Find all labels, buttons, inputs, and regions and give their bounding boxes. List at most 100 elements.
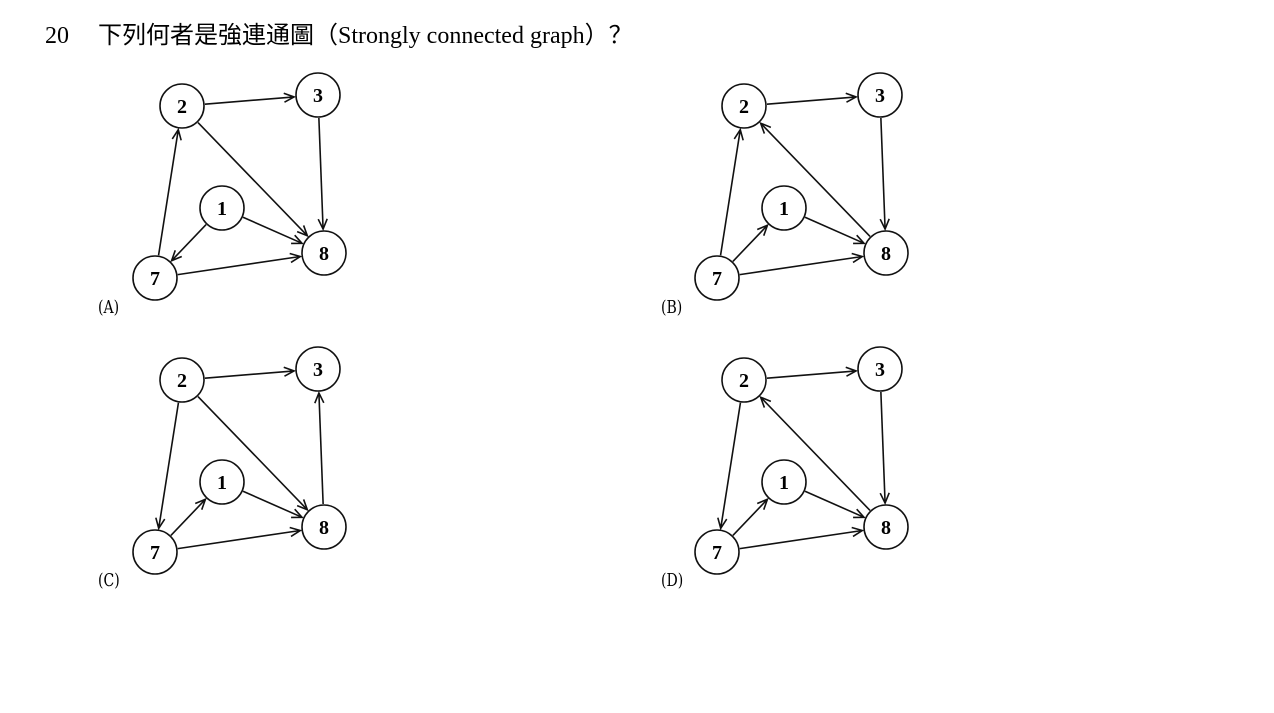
node-label: 3 [313, 359, 323, 381]
edge-8-to-3 [314, 391, 325, 505]
node-1: 1 [761, 459, 807, 505]
edge-3-to-8 [879, 117, 890, 231]
arrowhead-icon [291, 508, 304, 519]
arrowhead-icon [283, 92, 297, 103]
node-label: 3 [875, 85, 885, 107]
node-label: 3 [875, 359, 885, 381]
edge-7-to-1 [732, 223, 769, 262]
arrowhead-icon [853, 234, 866, 245]
node-2: 2 [159, 357, 205, 403]
edge-2-to-3 [766, 366, 859, 379]
node-label: 8 [319, 243, 329, 265]
edge-7-to-1 [170, 497, 207, 536]
node-8: 8 [301, 230, 347, 276]
arrowhead-icon [317, 218, 328, 231]
node-label: 2 [739, 370, 749, 392]
node-7: 7 [694, 529, 740, 575]
arrowhead-icon [733, 127, 744, 141]
arrowhead-icon [170, 250, 183, 263]
edge-8-to-2 [759, 395, 871, 512]
node-7: 7 [132, 255, 178, 301]
node-label: 7 [712, 268, 722, 290]
edge-7-to-1 [732, 497, 769, 536]
edge-7-to-8 [739, 526, 865, 550]
graph-option-c: 2 3 1 8 7 [132, 346, 347, 575]
edge-3-to-8 [317, 117, 328, 231]
edge-3-to-8 [879, 391, 890, 505]
node-7: 7 [694, 255, 740, 301]
node-3: 3 [857, 346, 903, 392]
edge-1-to-8 [804, 216, 866, 245]
option-c-label: (C) [98, 570, 120, 591]
arrowhead-icon [289, 252, 303, 264]
arrowhead-icon [289, 526, 303, 538]
arrowhead-icon [155, 517, 166, 531]
arrowhead-icon [853, 508, 866, 519]
option-d-label: (D) [661, 570, 684, 591]
node-8: 8 [863, 230, 909, 276]
node-label: 8 [319, 517, 329, 539]
node-label: 1 [779, 472, 789, 494]
node-label: 2 [739, 96, 749, 118]
edge-8-to-2 [759, 121, 871, 238]
previous-question-clipped-text [40, 0, 1020, 6]
arrowhead-icon [756, 223, 769, 236]
arrowhead-icon [879, 492, 890, 505]
node-label: 7 [150, 268, 160, 290]
edge-2-to-8 [197, 121, 309, 238]
node-label: 1 [779, 198, 789, 220]
node-8: 8 [863, 504, 909, 550]
node-1: 1 [199, 185, 245, 231]
node-label: 1 [217, 198, 227, 220]
node-label: 7 [712, 542, 722, 564]
option-b-label: (B) [661, 297, 683, 318]
node-label: 2 [177, 370, 187, 392]
node-8: 8 [301, 504, 347, 550]
node-label: 1 [217, 472, 227, 494]
edge-2-to-3 [204, 92, 297, 105]
question-number: 20 [45, 23, 69, 49]
node-2: 2 [721, 83, 767, 129]
edge-7-to-8 [177, 252, 303, 276]
node-3: 3 [295, 346, 341, 392]
arrowhead-icon [291, 234, 304, 245]
node-3: 3 [857, 72, 903, 118]
arrowhead-icon [283, 366, 297, 377]
node-7: 7 [132, 529, 178, 575]
node-1: 1 [761, 185, 807, 231]
arrowhead-icon [171, 127, 182, 141]
node-label: 8 [881, 517, 891, 539]
edge-2-to-3 [766, 92, 859, 105]
arrowhead-icon [717, 517, 728, 531]
graph-option-b: 2 3 1 8 7 [694, 72, 909, 301]
arrowhead-icon [296, 225, 309, 238]
option-a-label: (A) [98, 297, 120, 318]
node-label: 3 [313, 85, 323, 107]
node-label: 7 [150, 542, 160, 564]
arrowhead-icon [296, 499, 309, 512]
graph-option-a: 2 3 1 8 7 [132, 72, 347, 301]
node-label: 8 [881, 243, 891, 265]
edge-2-to-3 [204, 366, 297, 379]
arrowhead-icon [845, 92, 859, 103]
edge-2-to-7 [155, 402, 180, 531]
edge-1-to-8 [804, 490, 866, 519]
graph-option-d: 2 3 1 8 7 [694, 346, 909, 575]
arrowhead-icon [194, 497, 207, 510]
node-1: 1 [199, 459, 245, 505]
arrowhead-icon [756, 497, 769, 510]
node-2: 2 [721, 357, 767, 403]
edge-2-to-7 [717, 402, 742, 531]
arrowhead-icon [759, 395, 772, 408]
edge-2-to-8 [197, 395, 309, 512]
edge-1-to-7 [170, 224, 207, 263]
edge-1-to-8 [242, 490, 304, 519]
edge-7-to-8 [177, 526, 303, 550]
arrowhead-icon [314, 391, 325, 404]
node-2: 2 [159, 83, 205, 129]
question-text: 下列何者是強連通圖（Strongly connected graph）？ [98, 23, 633, 49]
arrowhead-icon [851, 526, 865, 538]
node-3: 3 [295, 72, 341, 118]
node-label: 2 [177, 96, 187, 118]
arrowhead-icon [845, 366, 859, 377]
